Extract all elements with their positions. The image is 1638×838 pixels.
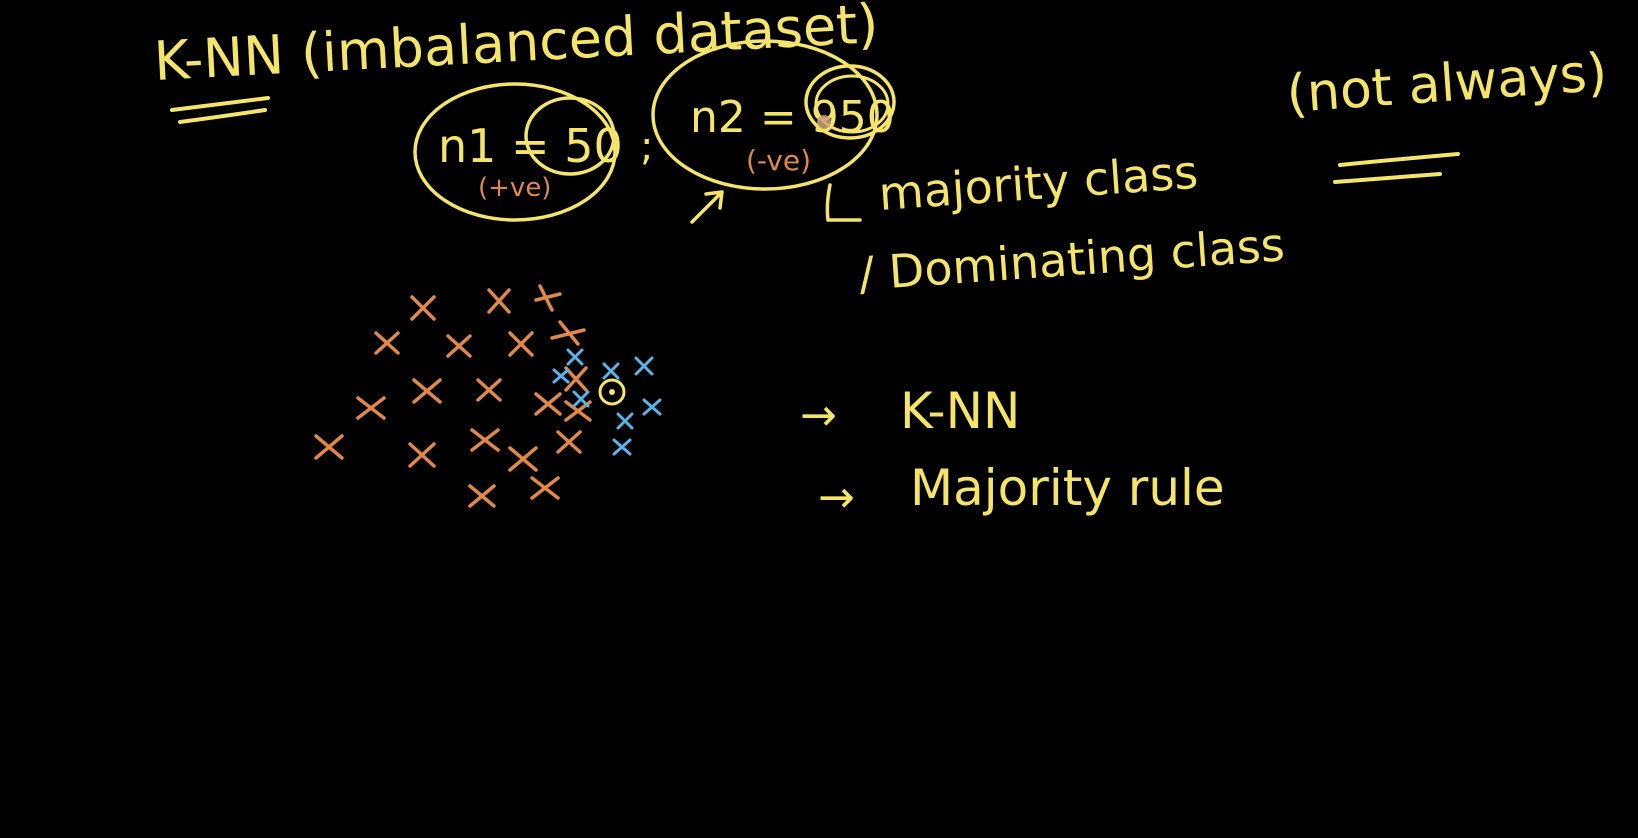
query-point (598, 378, 626, 406)
arrow-to-n2-left (690, 190, 724, 224)
n2-value-circle-inner (814, 74, 890, 134)
n2-sign: (-ve) (746, 144, 811, 177)
n1-label: n1 = 50 (438, 119, 623, 173)
n2-label: n2 = 950 (690, 92, 895, 143)
n2-value-circle (804, 64, 896, 140)
majority-class-text: majority class (877, 145, 1200, 221)
n1-sign: (+ve) (478, 173, 551, 203)
bullet-knn: K-NN (900, 382, 1020, 440)
dominating-class-text: / Dominating class (857, 217, 1286, 301)
orange-points (314, 284, 592, 508)
separator-text: ; (640, 124, 653, 170)
title-underline (170, 96, 270, 124)
note-underline (1333, 152, 1460, 184)
n1-outer-circle (413, 82, 617, 222)
not-always-note: (not always) (1285, 43, 1609, 125)
title-text: K-NN (imbalanced dataset) (152, 0, 879, 93)
bullet-arrow-2: → (818, 472, 855, 523)
blue-points (552, 348, 662, 456)
n1-value-circle (524, 96, 616, 176)
cursor-icon (817, 115, 831, 129)
bullet-arrow-1: → (800, 390, 837, 441)
arrow-to-n2-bracket (825, 183, 862, 222)
n2-outer-circle (651, 39, 879, 191)
bullet-majority-rule: Majority rule (910, 459, 1225, 517)
